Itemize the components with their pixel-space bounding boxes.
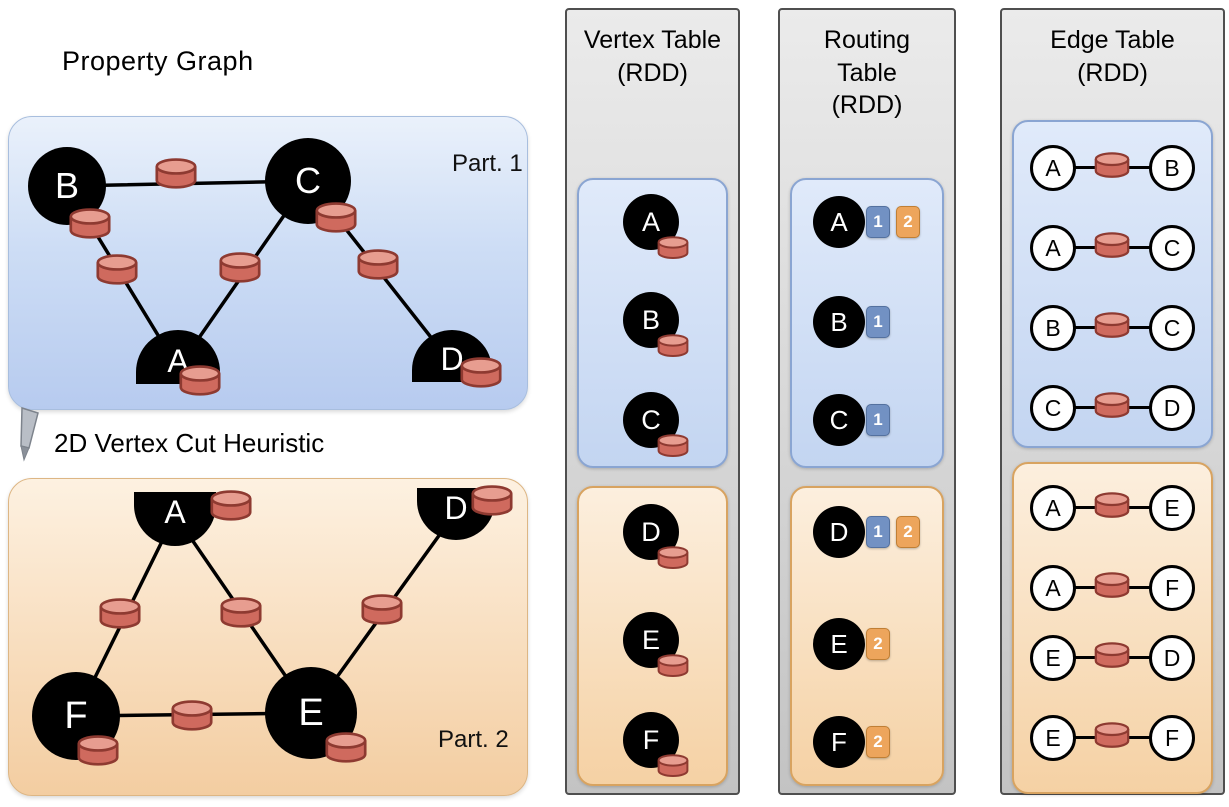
edge-src-vertex: A — [1030, 225, 1076, 271]
edge-property-cylinder-icon — [359, 594, 405, 626]
vertex-property-cylinder-icon — [67, 208, 113, 240]
routing-badge-partition-1: 1 — [866, 306, 890, 338]
edge-table-title-line1: Edge Table — [1050, 26, 1175, 54]
edge-dst-vertex: C — [1149, 305, 1195, 351]
vertex-property-cylinder-icon — [75, 735, 121, 767]
vertex-property-cylinder-icon — [313, 202, 359, 234]
edge-src-vertex: C — [1030, 385, 1076, 431]
routing-table-title: Routing Table (RDD) — [780, 10, 954, 122]
edge-table-title-line2: (RDD) — [1077, 58, 1148, 87]
routing-table-title-line3: (RDD) — [831, 91, 903, 119]
edge-src-vertex: A — [1030, 485, 1076, 531]
vertex-property-cylinder-icon — [323, 732, 369, 764]
vertex-table-entry-D: D — [623, 504, 679, 560]
vertex-property-cylinder-icon — [458, 357, 504, 389]
routing-badge-partition-1: 1 — [866, 404, 890, 436]
edge-property-cylinder-icon — [355, 249, 401, 281]
routing-entry-E: E — [813, 618, 865, 670]
edge-property-cylinder-icon — [1093, 232, 1131, 259]
edge-property-cylinder-icon — [1093, 722, 1131, 749]
routing-table-title-line1: Routing — [823, 26, 911, 54]
edge-property-cylinder-icon — [218, 597, 264, 629]
vertex-property-cylinder-icon — [656, 546, 690, 570]
routing-badge-partition-2: 2 — [866, 726, 890, 758]
vertex-property-cylinder-icon — [656, 654, 690, 678]
routing-badge-partition-2: 2 — [896, 206, 920, 238]
edge-src-vertex: B — [1030, 305, 1076, 351]
edge-dst-vertex: F — [1149, 715, 1195, 761]
vertex-table-title: Vertex Table (RDD) — [567, 10, 738, 89]
edge-dst-vertex: C — [1149, 225, 1195, 271]
routing-entry-A: A — [813, 196, 865, 248]
routing-entry-B: B — [813, 296, 865, 348]
vertex-cut-heuristic-label: 2D Vertex Cut Heuristic — [54, 428, 325, 458]
edge-table-title: Edge Table (RDD) — [1002, 10, 1223, 89]
edge-dst-vertex: F — [1149, 565, 1195, 611]
vertex-property-cylinder-icon — [469, 485, 515, 517]
vertex-property-cylinder-icon — [208, 490, 254, 522]
pencil-icon — [20, 406, 39, 462]
routing-badge-partition-1: 1 — [866, 206, 890, 238]
edge-property-cylinder-icon — [1093, 572, 1131, 599]
edge-dst-vertex: B — [1149, 145, 1195, 191]
vertex-property-cylinder-icon — [656, 754, 690, 778]
routing-table-title-line2: Table — [837, 58, 897, 87]
edge-property-cylinder-icon — [1093, 492, 1131, 519]
partition-2-label: Part. 2 — [438, 726, 509, 753]
edge-property-cylinder-icon — [1093, 642, 1131, 669]
routing-badge-partition-1: 1 — [866, 516, 890, 548]
partition-1-label: Part. 1 — [452, 150, 523, 177]
routing-entry-C: C — [813, 394, 865, 446]
vertex-table-title-line1: Vertex Table — [583, 26, 722, 54]
edge-src-vertex: A — [1030, 145, 1076, 191]
routing-entry-F: F — [813, 716, 865, 768]
edge-dst-vertex: D — [1149, 635, 1195, 681]
edge-property-cylinder-icon — [1093, 392, 1131, 419]
vertex-property-cylinder-icon — [656, 434, 690, 458]
edge-src-vertex: E — [1030, 715, 1076, 761]
edge-property-cylinder-icon — [153, 158, 199, 190]
edge-property-cylinder-icon — [97, 598, 143, 630]
edge-property-cylinder-icon — [217, 252, 263, 284]
edge-dst-vertex: D — [1149, 385, 1195, 431]
vertex-table-title-line2: (RDD) — [617, 58, 688, 87]
vertex-property-cylinder-icon — [656, 334, 690, 358]
routing-entry-D: D — [813, 506, 865, 558]
edge-dst-vertex: E — [1149, 485, 1195, 531]
routing-badge-partition-2: 2 — [866, 628, 890, 660]
edge-property-cylinder-icon — [1093, 312, 1131, 339]
routing-badge-partition-2: 2 — [896, 516, 920, 548]
edge-property-cylinder-icon — [169, 700, 215, 732]
edge-src-vertex: E — [1030, 635, 1076, 681]
edge-src-vertex: A — [1030, 565, 1076, 611]
vertex-property-cylinder-icon — [656, 236, 690, 260]
vertex-property-cylinder-icon — [177, 365, 223, 397]
edge-property-cylinder-icon — [94, 254, 140, 286]
property-graph-title: Property Graph — [62, 46, 254, 76]
edge-property-cylinder-icon — [1093, 152, 1131, 179]
